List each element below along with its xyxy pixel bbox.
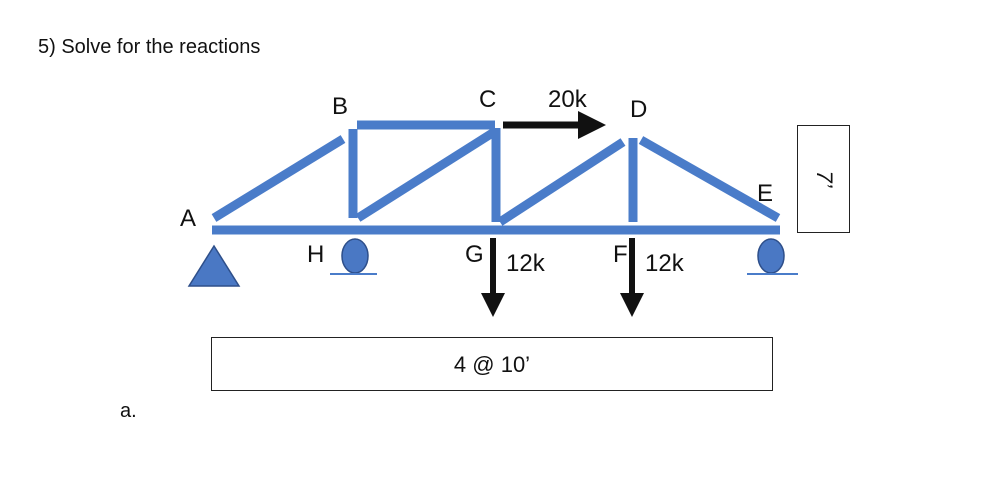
load-label-C: 20k [548,86,588,113]
subpart-label: a. [120,400,137,422]
height-dimension-box: 7’ [797,125,850,233]
pin-support-A [187,244,241,287]
roller-support-E [757,238,785,274]
load-label-F: 12k [645,250,685,277]
member-D-E [638,136,781,222]
member-A-B [211,135,346,222]
node-label-E: E [757,180,773,207]
node-label-C: C [479,86,496,113]
node-label-H: H [307,241,324,268]
node-label-F: F [613,241,628,268]
truss-members [211,120,781,235]
load-label-G: 12k [506,250,546,277]
span-dimension-label: 4 @ 10’ [453,352,531,377]
node-label-A: A [180,205,196,232]
node-label-B: B [332,93,348,120]
span-dimension-box: 4 @ 10’ [211,337,773,391]
node-label-G: G [465,241,484,268]
height-dimension-label: 7’ [811,170,837,188]
roller-support-H [341,238,369,274]
problem-statement: 5) Solve for the reactions [38,36,261,58]
node-label-D: D [630,96,647,123]
member-G-D [497,138,626,226]
member-H-C [355,128,497,222]
